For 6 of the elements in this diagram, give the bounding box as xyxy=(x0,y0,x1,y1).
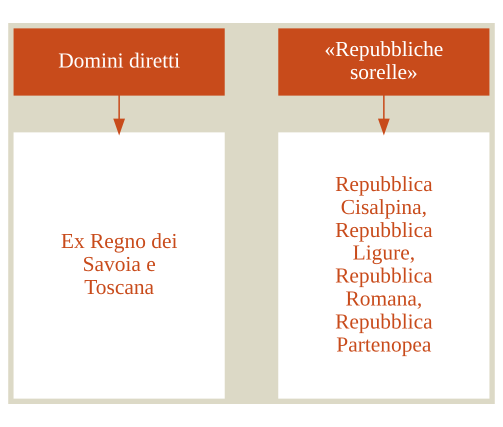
node-box: Repubblica Cisalpina, Repubblica Ligure, Repubblica Romana, Repubblica Partenopea xyxy=(278,132,490,399)
node-box: Ex Regno dei Savoia e Toscana xyxy=(14,132,225,399)
node-box: «Repubbliche sorelle» xyxy=(278,28,490,96)
arrow xyxy=(113,95,126,136)
node-box: Domini diretti xyxy=(14,28,225,96)
arrow xyxy=(378,95,390,136)
